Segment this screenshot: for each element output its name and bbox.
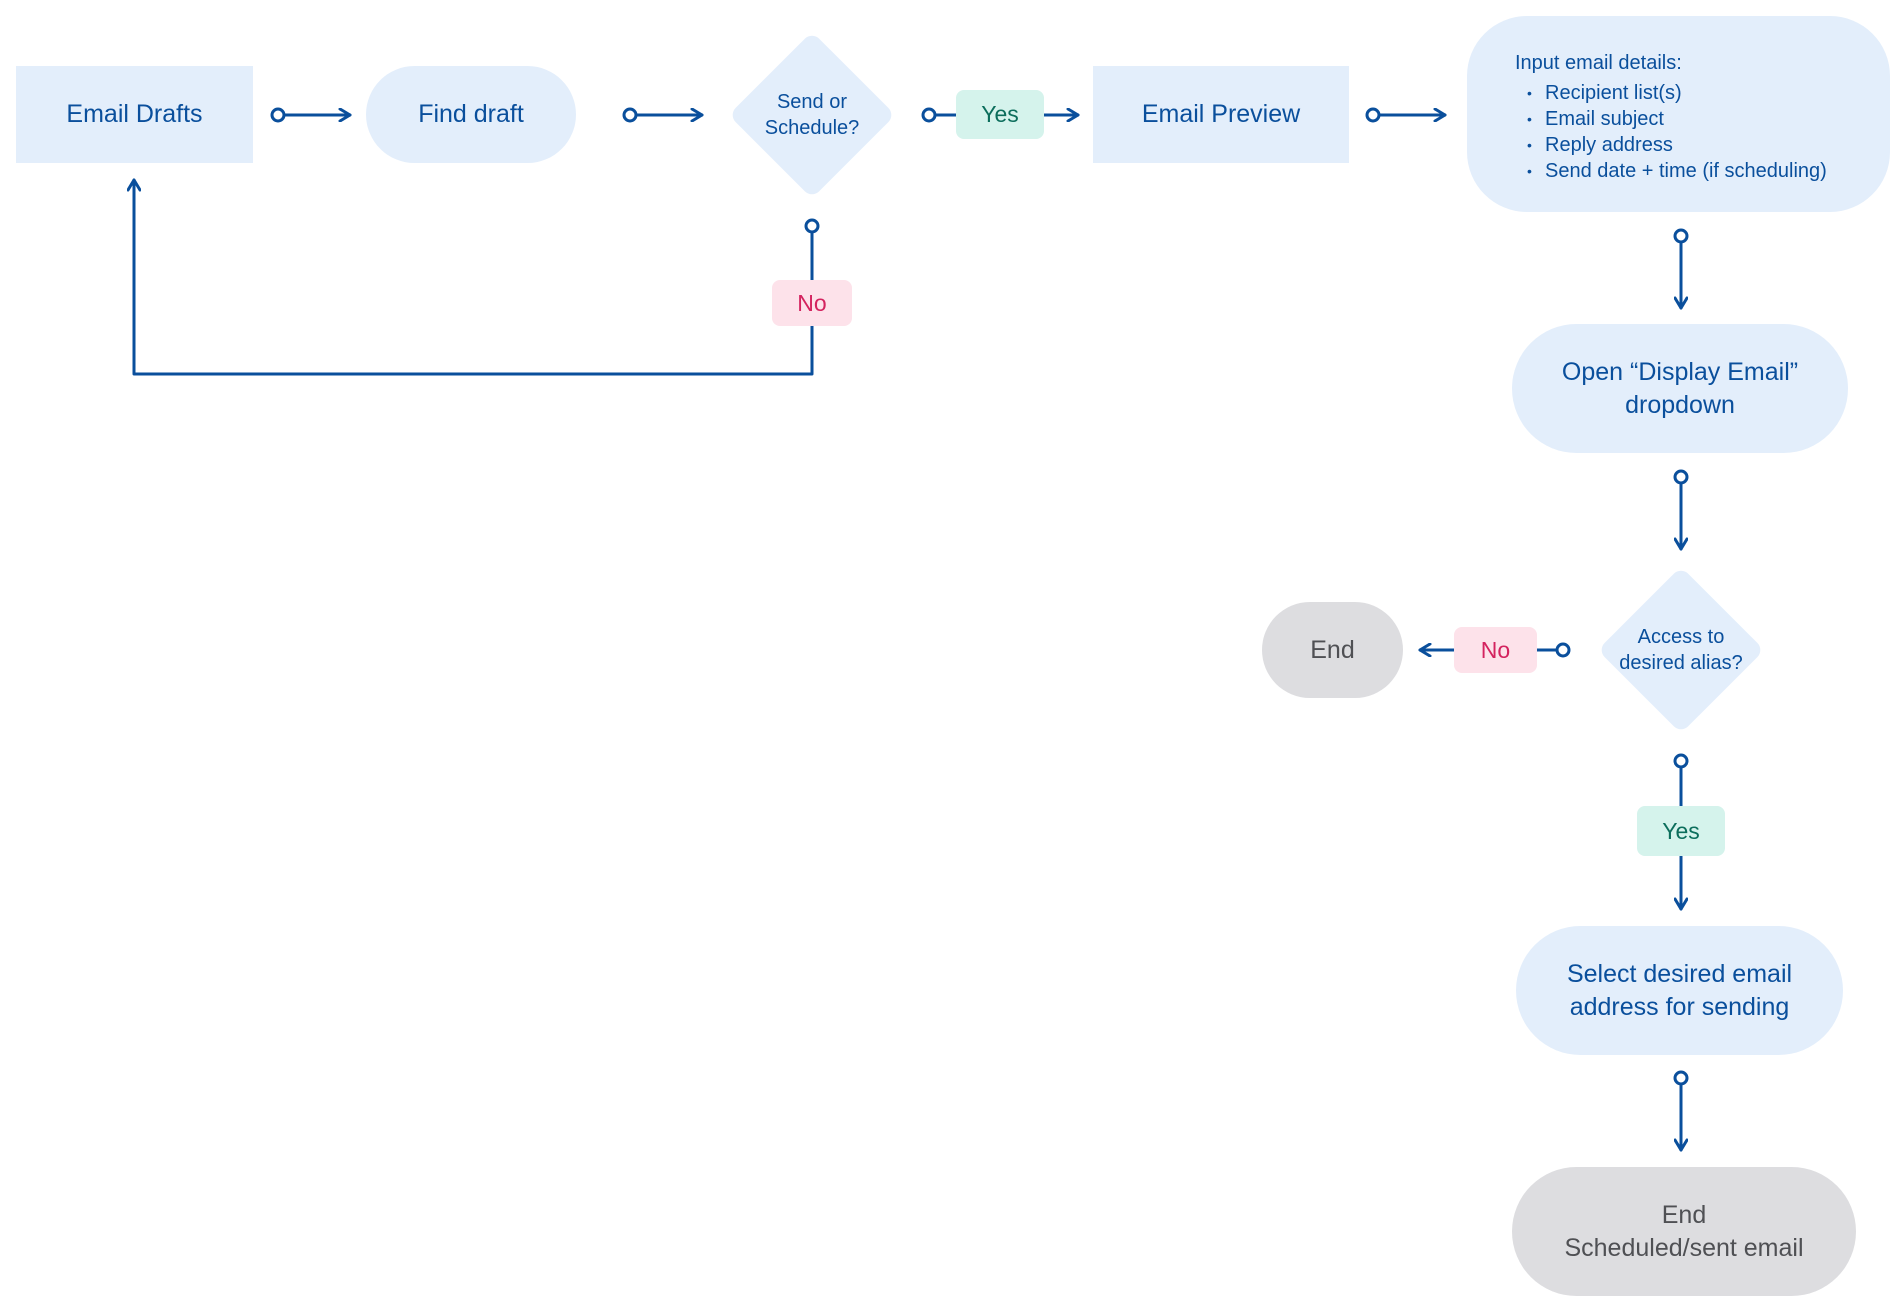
node-email-drafts-label: Email Drafts	[66, 100, 203, 128]
node-end-final: End Scheduled/sent email	[1512, 1167, 1856, 1296]
input-details-item: Send date + time (if scheduling)	[1527, 158, 1827, 184]
edge-access-yes-to-select	[1673, 753, 1689, 911]
node-end-final-label: End Scheduled/sent email	[1564, 1201, 1804, 1262]
edge-decision-yes-to-preview	[921, 107, 1080, 123]
input-details-heading: Input email details:	[1515, 52, 1682, 74]
node-end-no-access-label: End	[1310, 635, 1355, 664]
input-details-item: Recipient list(s)	[1527, 80, 1827, 106]
node-email-drafts: Email Drafts	[16, 66, 253, 163]
decision-send-or-schedule-label: Send or Schedule?	[764, 91, 860, 139]
input-details-item: Email subject	[1527, 106, 1827, 132]
node-find-draft-label: Find draft	[418, 100, 524, 129]
edge-find-to-decision	[622, 107, 704, 123]
no-badge-loop: No	[772, 280, 852, 326]
edge-decision-no-loop	[134, 178, 820, 376]
decision-access-alias: Access to desired alias?	[1591, 565, 1771, 735]
edge-select-to-end	[1673, 1070, 1689, 1152]
edge-open-to-access	[1673, 469, 1689, 551]
yes-badge-alias: Yes	[1637, 806, 1725, 856]
input-details-item: Reply address	[1527, 132, 1827, 158]
decision-send-or-schedule: Send or Schedule?	[722, 30, 902, 200]
edge-drafts-to-find	[270, 107, 352, 123]
input-details-list: Recipient list(s) Email subject Reply ad…	[1515, 80, 1827, 184]
node-select-email-label: Select desired email address for sending	[1566, 960, 1793, 1021]
node-find-draft: Find draft	[366, 66, 576, 163]
edge-access-no-to-end	[1418, 642, 1571, 658]
node-email-preview: Email Preview	[1093, 66, 1349, 163]
node-select-email: Select desired email address for sending	[1516, 926, 1843, 1055]
decision-access-alias-label: Access to desired alias?	[1619, 626, 1743, 674]
no-badge-alias: No	[1454, 627, 1537, 673]
node-email-preview-label: Email Preview	[1141, 100, 1301, 128]
node-end-no-access: End	[1262, 602, 1403, 698]
node-open-display-email-label: Open “Display Email” dropdown	[1561, 358, 1799, 419]
edge-preview-to-details	[1365, 107, 1447, 123]
node-open-display-email: Open “Display Email” dropdown	[1512, 324, 1848, 453]
edge-details-to-open	[1673, 228, 1689, 310]
node-input-email-details: Input email details: Recipient list(s) E…	[1467, 16, 1890, 212]
yes-badge-top: Yes	[956, 90, 1044, 139]
